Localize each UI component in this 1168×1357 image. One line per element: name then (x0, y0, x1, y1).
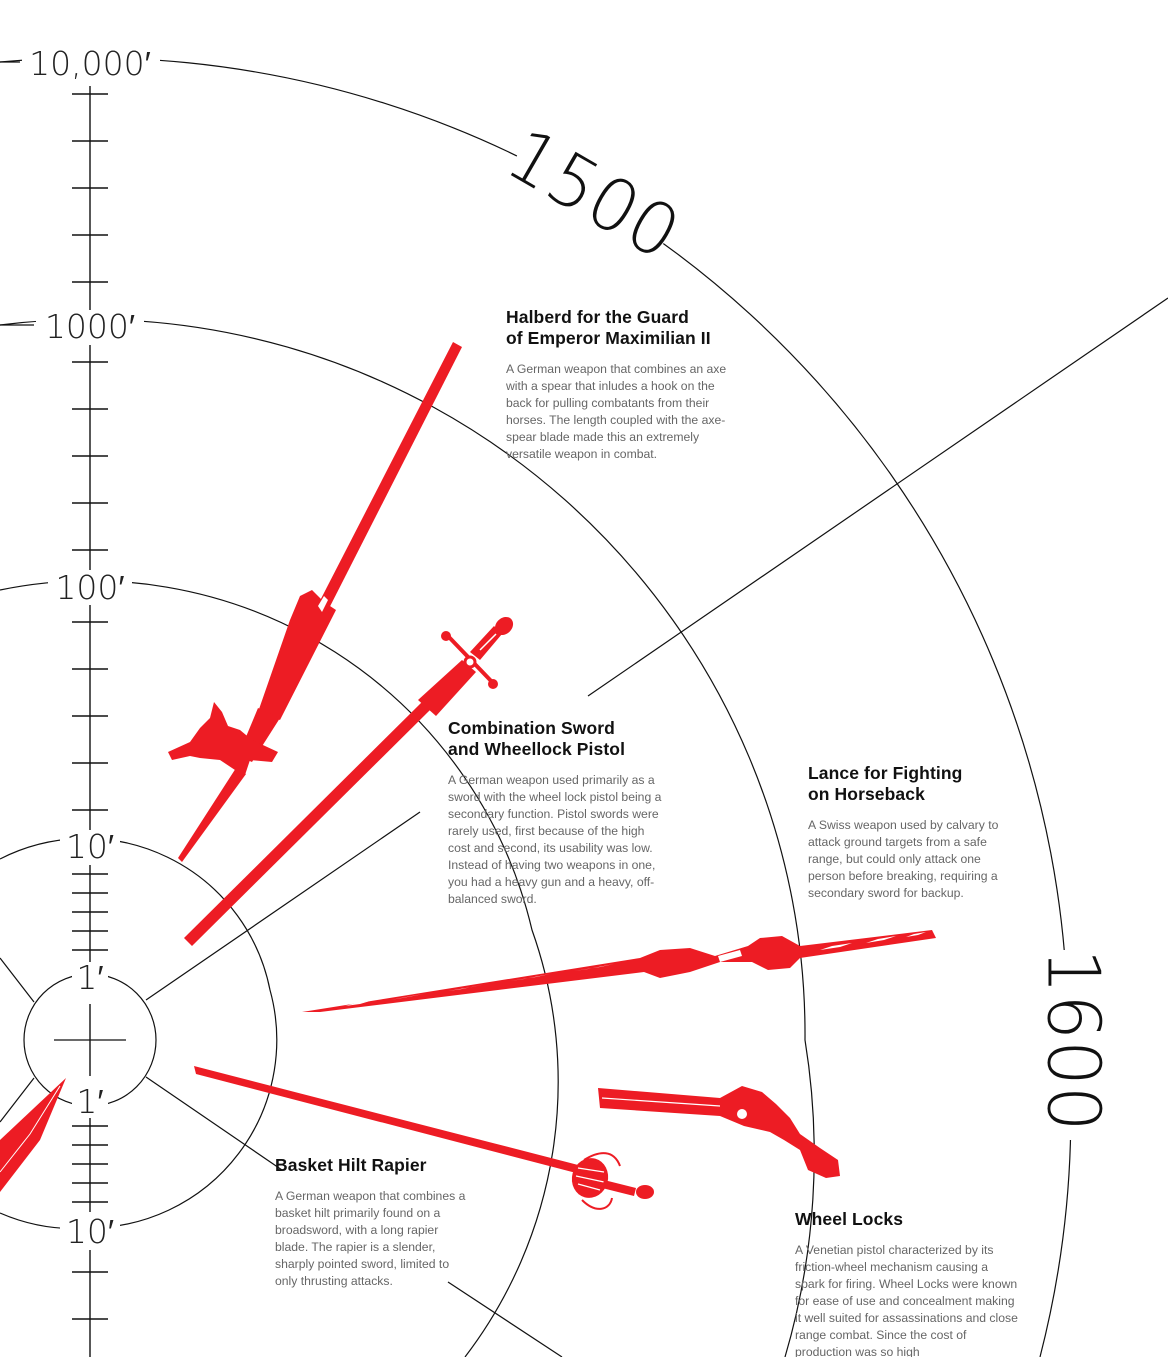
scale-label-1-top: 1′ (76, 958, 103, 997)
halberd-title: Halberd for the Guard of Emperor Maximil… (506, 307, 728, 349)
ring-100ft (0, 580, 559, 1357)
wheellock-title: Wheel Locks (795, 1209, 904, 1229)
scale-label-100: 100′ (55, 568, 124, 607)
rapier-illustration (194, 1066, 654, 1210)
lance-label: Lance for Fighting on Horseback A Swiss … (808, 763, 1020, 902)
year-1600: 1600 (1032, 948, 1116, 1131)
scale-label-1-bottom: 1′ (76, 1082, 103, 1121)
halberd-description: A German weapon that combines an axe wit… (506, 362, 727, 461)
lance-title-line1: Lance for Fighting (808, 763, 963, 783)
lance-title-line2: on Horseback (808, 784, 925, 804)
lance-description: A Swiss weapon used by calvary to attack… (808, 818, 999, 900)
halberd-title-line2: of Emperor Maximilian II (506, 328, 711, 348)
scale-axis (72, 86, 108, 1357)
combination-title-line2: and Wheellock Pistol (448, 739, 626, 759)
rapier-title: Basket Hilt Rapier (275, 1155, 427, 1175)
rapier-description: A German weapon that combines a basket h… (275, 1189, 466, 1288)
combination-title: Combination Sword and Wheellock Pistol (448, 718, 668, 760)
wheellock-description: A Venetian pistol characterized by its f… (795, 1243, 1018, 1357)
lance-illustration (302, 930, 936, 1012)
combination-label: Combination Sword and Wheellock Pistol A… (448, 718, 668, 908)
axis-ticks (72, 93, 108, 1320)
scale-label-10-top: 10′ (66, 827, 114, 866)
sector-lines (0, 297, 1168, 1357)
halberd-title-line1: Halberd for the Guard (506, 307, 689, 327)
halberd-label: Halberd for the Guard of Emperor Maximil… (506, 307, 728, 463)
halberd-illustration (168, 342, 462, 862)
wheellock-label: Wheel Locks A Venetian pistol characteri… (795, 1209, 1021, 1357)
combination-description: A German weapon used primarily as a swor… (448, 773, 662, 906)
partial-blade-illustration (0, 1078, 66, 1192)
scale-label-1000: 1000′ (45, 307, 135, 346)
label-masks (22, 42, 1110, 1250)
lance-title: Lance for Fighting on Horseback (808, 763, 1020, 805)
combination-title-line1: Combination Sword (448, 718, 615, 738)
scale-label-10000: 10,000′ (29, 44, 151, 83)
rapier-label: Basket Hilt Rapier A German weapon that … (275, 1155, 469, 1290)
combination-sword-illustration (184, 616, 514, 946)
scale-label-10-bottom: 10′ (66, 1212, 114, 1251)
wheellock-illustration (598, 1086, 840, 1178)
ring-1000ft (0, 318, 815, 1357)
scale-labels: 10,000′ 1000′ 100′ 10′ 1′ 1′ 10′ (0, 44, 151, 1251)
